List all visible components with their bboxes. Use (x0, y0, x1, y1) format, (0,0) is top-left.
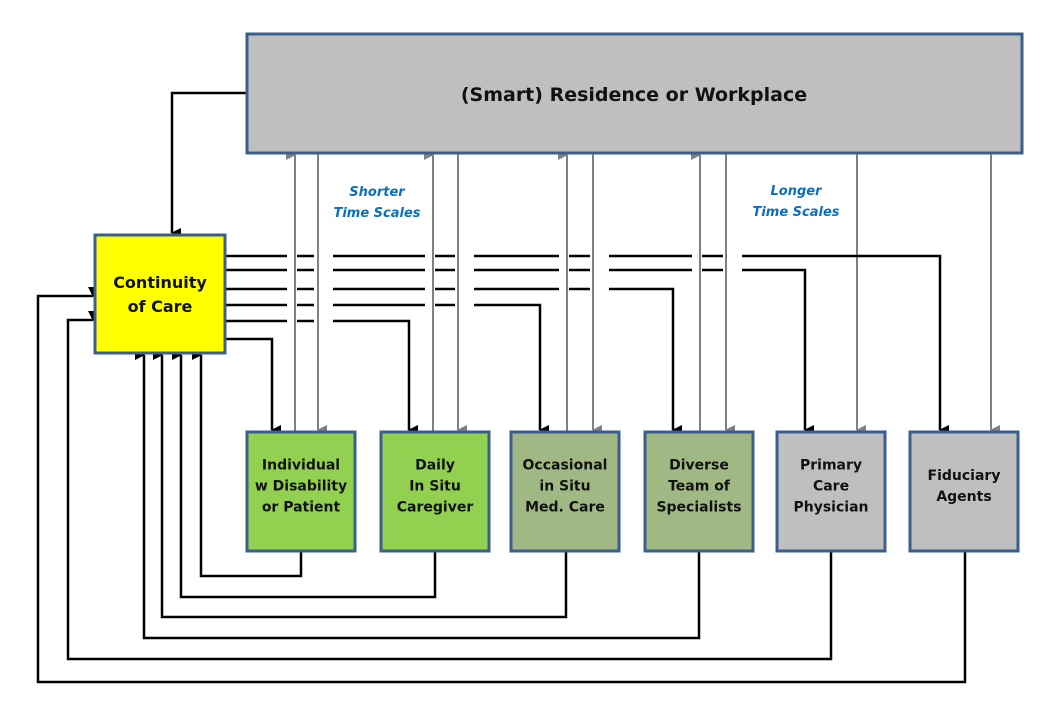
actor-label-line: Physician (794, 500, 869, 516)
arrow-occasional-to-continuity (153, 350, 568, 619)
residence-box: (Smart) Residence or Workplace (245, 32, 1024, 155)
actor-label-line: or Patient (262, 500, 341, 516)
arrow-continuity-to-individual (226, 337, 281, 435)
actor-label-line: Primary (800, 458, 862, 474)
actor-label-line: Med. Care (525, 500, 605, 516)
actor-box-rect (245, 430, 357, 553)
actor-label-line: Daily (415, 458, 455, 474)
actor-label-line: in Situ (539, 479, 590, 495)
arrow-continuity-to-specialists (609, 287, 682, 435)
longer-note-line1: Longer (770, 184, 823, 199)
actor-boxes: Individual w Disability or Patient Daily In … (245, 430, 1020, 553)
actor-label-line: Specialists (656, 500, 741, 516)
actor-label-line: Occasional (523, 458, 608, 474)
shorter-note-line2: Time Scales (333, 206, 420, 221)
actor-box-rect (908, 430, 1020, 553)
actor-label-line: w Disability (255, 479, 347, 495)
arrow-continuity-to-occasional (474, 303, 549, 435)
arrow-residence-to-continuity (170, 91, 247, 238)
longer-note-line2: Time Scales (752, 205, 839, 220)
arrow-continuity-to-caregiver (333, 319, 418, 435)
actor-label-line: Caregiver (397, 500, 474, 516)
actor-label-line: Agents (936, 489, 991, 505)
black-connectors (36, 91, 967, 684)
shorter-time-scales-note: Shorter Time Scales (333, 185, 420, 221)
continuity-label-line2: of Care (128, 297, 193, 316)
actor-label-line: Care (813, 479, 849, 495)
gray-connectors (286, 150, 1000, 435)
arrow-fiduciary-to-continuity (36, 287, 967, 684)
arrow-specialists-to-continuity (135, 350, 701, 640)
actor-label-line: In Situ (409, 479, 461, 495)
shorter-note-line1: Shorter (349, 185, 406, 200)
actor-box-rect (379, 430, 491, 553)
arrow-continuity-to-fiduciary (742, 254, 949, 435)
longer-time-scales-note: Longer Time Scales (752, 184, 839, 220)
continuity-of-care-box: Continuity of Care (93, 233, 227, 355)
continuity-label-line1: Continuity (113, 273, 207, 292)
actor-box-rect (775, 430, 887, 553)
arrow-physician-to-continuity (66, 311, 833, 661)
actor-label-line: Diverse (669, 458, 729, 474)
actor-label-line: Individual (262, 458, 340, 474)
arrow-individual-to-continuity (192, 350, 303, 578)
actor-label-line: Team of (668, 479, 731, 495)
residence-label: (Smart) Residence or Workplace (461, 84, 807, 106)
actor-label-line: Fiduciary (928, 468, 1001, 484)
actor-box-individual: Individual w Disability or Patient (245, 430, 357, 553)
arrow-continuity-to-physician (742, 268, 814, 435)
actor-box-rect (509, 430, 621, 553)
arrow-caregiver-to-continuity (172, 350, 437, 599)
actor-box-rect (643, 430, 755, 553)
